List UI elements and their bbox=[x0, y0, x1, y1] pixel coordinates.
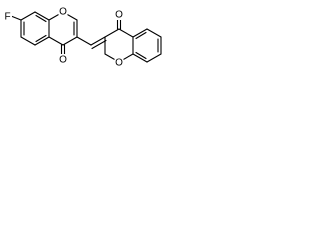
double-bond-inner bbox=[35, 34, 47, 43]
left-ring-oxygen-label: O bbox=[59, 7, 67, 18]
double-bond-inner bbox=[35, 14, 47, 23]
double-bond-inner bbox=[135, 51, 147, 60]
right-ketone-oxygen-atom: O bbox=[114, 9, 124, 21]
left-ketone-oxygen-atom: O bbox=[58, 54, 68, 66]
carbon-fluorine-bond bbox=[10, 15, 22, 21]
bond bbox=[20, 36, 36, 46]
bond bbox=[118, 28, 134, 38]
bridge-bond bbox=[76, 36, 92, 46]
left-ring-oxygen-atom: O bbox=[58, 6, 68, 18]
bridge-double-bond bbox=[91, 39, 107, 50]
bond bbox=[132, 53, 148, 63]
bond bbox=[146, 53, 162, 63]
fluorine-label: F bbox=[4, 12, 10, 23]
bridge-double-bond bbox=[90, 36, 106, 46]
left-ketone-oxygen-label: O bbox=[59, 55, 67, 66]
bond bbox=[48, 36, 64, 46]
right-pyranone-ring bbox=[104, 28, 134, 63]
bond bbox=[132, 28, 148, 38]
chemical-structure-diagram: F O O O O bbox=[3, 6, 162, 69]
double-bond-inner bbox=[135, 31, 147, 40]
left-benzene-ring bbox=[20, 11, 50, 46]
fluorine-atom: F bbox=[3, 11, 12, 23]
bond bbox=[62, 36, 78, 46]
right-ring-oxygen-label: O bbox=[115, 58, 123, 69]
bond bbox=[104, 28, 120, 38]
bond bbox=[20, 11, 36, 21]
right-ring-oxygen-atom: O bbox=[114, 57, 124, 69]
bond bbox=[34, 11, 50, 21]
bond bbox=[34, 36, 50, 46]
right-ketone-oxygen-label: O bbox=[115, 10, 123, 21]
right-benzene-ring bbox=[132, 28, 162, 63]
bond bbox=[146, 28, 162, 38]
